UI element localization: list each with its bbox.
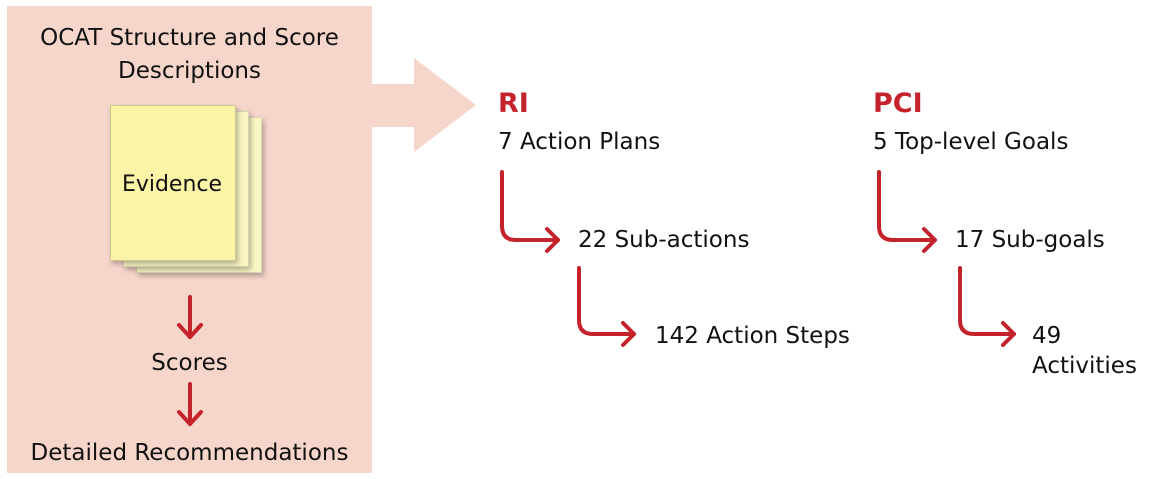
- ri-sub-actions: 22 Sub-actions: [578, 227, 750, 253]
- elbow-arrow-icon: [877, 170, 937, 253]
- panel-title: OCAT Structure and Score Descriptions: [40, 25, 339, 84]
- down-arrow-icon: [177, 382, 203, 426]
- elbow-arrow-icon: [958, 266, 1016, 347]
- elbow-arrow-icon: [577, 266, 636, 347]
- big-right-arrow: [372, 58, 476, 152]
- pci-sub-goals: 17 Sub-goals: [955, 227, 1105, 253]
- evidence-label: Evidence: [121, 172, 223, 197]
- pci-heading: PCI: [873, 88, 923, 119]
- pci-activities: 49 Activities: [1032, 323, 1137, 379]
- pci-top-level-goals: 5 Top-level Goals: [873, 129, 1069, 155]
- down-arrow-icon: [177, 295, 203, 339]
- ri-action-steps: 142 Action Steps: [655, 323, 850, 349]
- ri-action-plans: 7 Action Plans: [498, 129, 661, 155]
- scores-label: Scores: [151, 350, 228, 376]
- elbow-arrow-icon: [500, 170, 560, 253]
- recommendations-label: Detailed Recommendations: [30, 440, 349, 466]
- evidence-page-front: [110, 105, 236, 261]
- ri-heading: RI: [498, 88, 529, 119]
